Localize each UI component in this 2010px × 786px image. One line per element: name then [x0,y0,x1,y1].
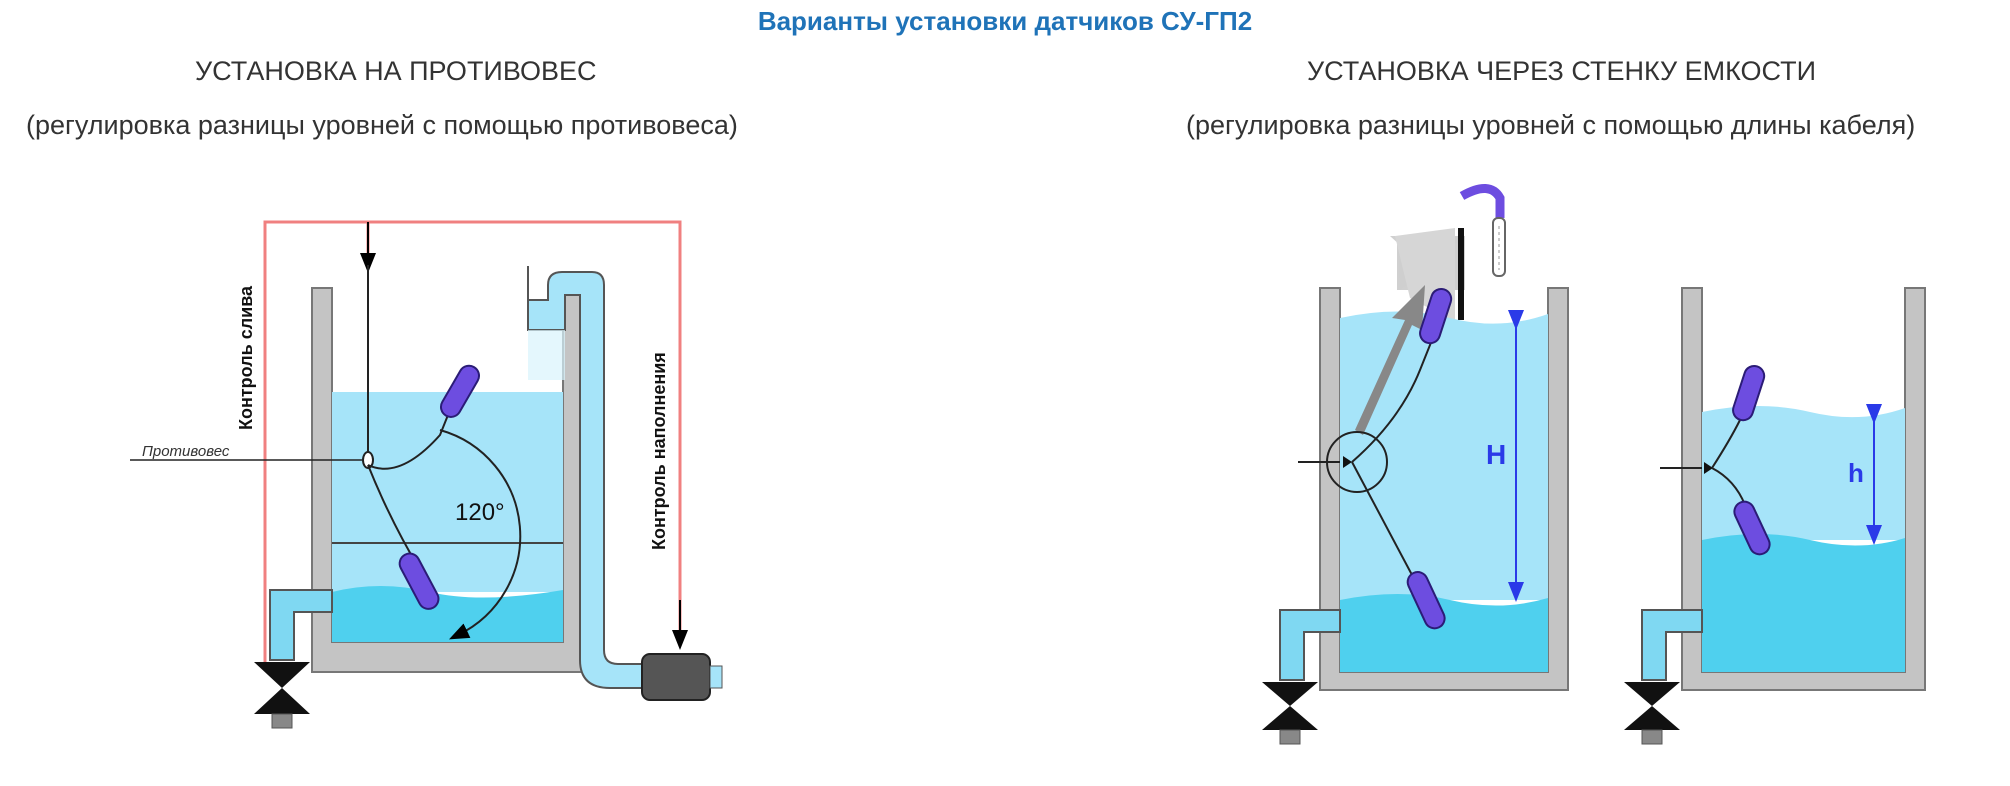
water-lower [332,586,563,642]
left-subheading: (регулировка разницы уровней с помощью п… [26,110,738,140]
large-difference-label: H [1486,439,1506,470]
right-subheading: (регулировка разницы уровней с помощью д… [1186,110,1916,140]
drain-control-label: Контроль слива [236,285,256,430]
lower-sensor-large-icon [1406,571,1446,630]
left-valve-icon [254,662,310,729]
angle-label: 120° [455,499,505,526]
fill-control-wire [368,220,682,640]
upper-sensor-small-icon [1732,364,1766,422]
upper-sensor-large-icon [1419,287,1453,345]
right-heading: УСТАНОВКА ЧЕРЕЗ СТЕНКУ ЕМКОСТИ [1307,56,1817,86]
counterweight-diagram: Противовес 120° Контроль слива Контроль … [130,220,723,729]
right-valve-large-icon [1262,682,1318,745]
pump-icon [641,653,711,701]
page-title: Варианты установки датчиков СУ-ГП2 [757,6,1253,36]
small-difference-label: h [1848,458,1864,488]
fill-control-label: Контроль наполнения [649,352,669,550]
left-outlet-pipe [269,589,333,661]
through-wall-diagram-small: h [1624,287,1926,745]
lower-float-sensor-icon [398,552,440,610]
right-valve-small-icon [1624,682,1680,745]
water-upper [332,392,563,592]
through-wall-diagram-large: H [1262,184,1569,745]
counterweight-label: Противовес [142,443,230,460]
lower-sensor-small-icon [1733,500,1771,556]
fill-pipe [527,266,647,689]
upper-float-sensor-icon [440,364,480,418]
left-heading: УСТАНОВКА НА ПРОТИВОВЕС [195,56,597,86]
